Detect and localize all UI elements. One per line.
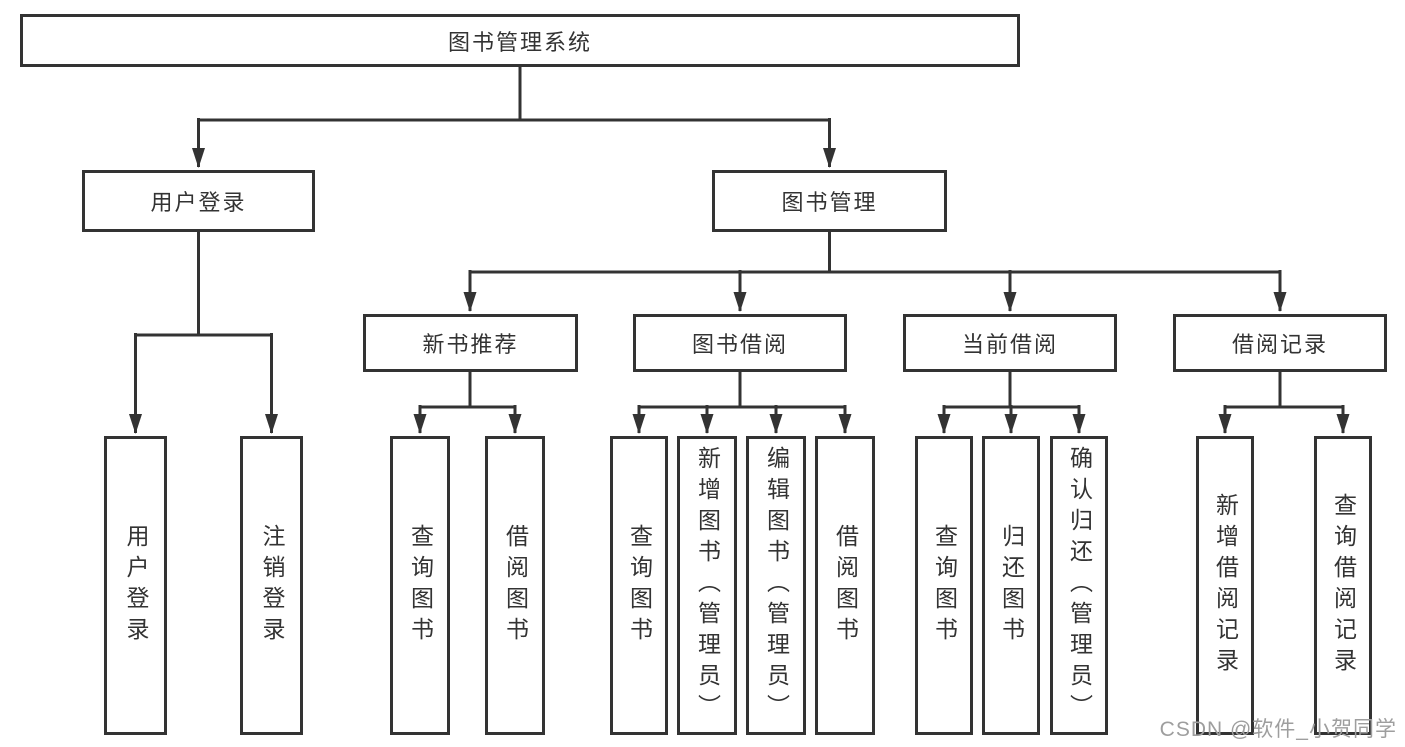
node-label: 注销登录 (259, 523, 285, 648)
leaf-user-login: 用户登录 (104, 436, 167, 735)
node-label: 新增图书（管理员） (694, 446, 721, 725)
leaf-edit-books-admin: 编辑图书（管理员） (746, 436, 806, 735)
node-book-borrowing: 图书借阅 (633, 314, 847, 372)
node-label: 查询图书 (626, 523, 653, 648)
leaf-query-books-current: 查询图书 (915, 436, 973, 735)
leaf-query-books-recommendation: 查询图书 (390, 436, 450, 735)
node-borrowing-records: 借阅记录 (1173, 314, 1387, 372)
node-label: 新书推荐 (422, 332, 519, 357)
leaf-query-books-borrowing: 查询图书 (610, 436, 668, 735)
node-label: 当前借阅 (961, 332, 1058, 357)
node-label: 确认归还（管理员） (1066, 446, 1093, 725)
leaf-borrow-books-recommendation: 借阅图书 (485, 436, 545, 735)
leaf-add-borrow-record: 新增借阅记录 (1196, 436, 1254, 735)
leaf-query-borrow-record: 查询借阅记录 (1314, 436, 1372, 735)
node-label: 图书管理系统 (447, 29, 592, 55)
node-label: 借阅记录 (1231, 332, 1328, 357)
node-label: 归还图书 (998, 523, 1025, 648)
watermark: CSDN @软件_小贺同学 (1159, 718, 1397, 741)
node-label: 用户登录 (123, 523, 149, 648)
node-current-borrowing: 当前借阅 (903, 314, 1117, 372)
leaf-borrow-books: 借阅图书 (815, 436, 875, 735)
node-new-book-recommendation: 新书推荐 (363, 314, 578, 372)
node-label: 新增借阅记录 (1212, 492, 1239, 679)
node-label: 查询图书 (931, 523, 958, 648)
leaf-add-books-admin: 新增图书（管理员） (677, 436, 737, 735)
node-label: 借阅图书 (832, 523, 859, 648)
node-label: 图书管理 (781, 190, 878, 215)
node-label: 借阅图书 (502, 523, 529, 648)
node-label: 图书借阅 (691, 332, 788, 357)
node-book-management: 图书管理 (712, 170, 947, 232)
leaf-return-books: 归还图书 (982, 436, 1040, 735)
node-label: 查询图书 (407, 523, 434, 648)
node-label: 用户登录 (150, 190, 247, 215)
leaf-logout: 注销登录 (240, 436, 303, 735)
leaf-confirm-return-admin: 确认归还（管理员） (1050, 436, 1108, 735)
node-library-management-system: 图书管理系统 (20, 14, 1020, 67)
node-user-login: 用户登录 (82, 170, 315, 232)
node-label: 查询借阅记录 (1330, 492, 1357, 679)
node-label: 编辑图书（管理员） (763, 446, 790, 725)
